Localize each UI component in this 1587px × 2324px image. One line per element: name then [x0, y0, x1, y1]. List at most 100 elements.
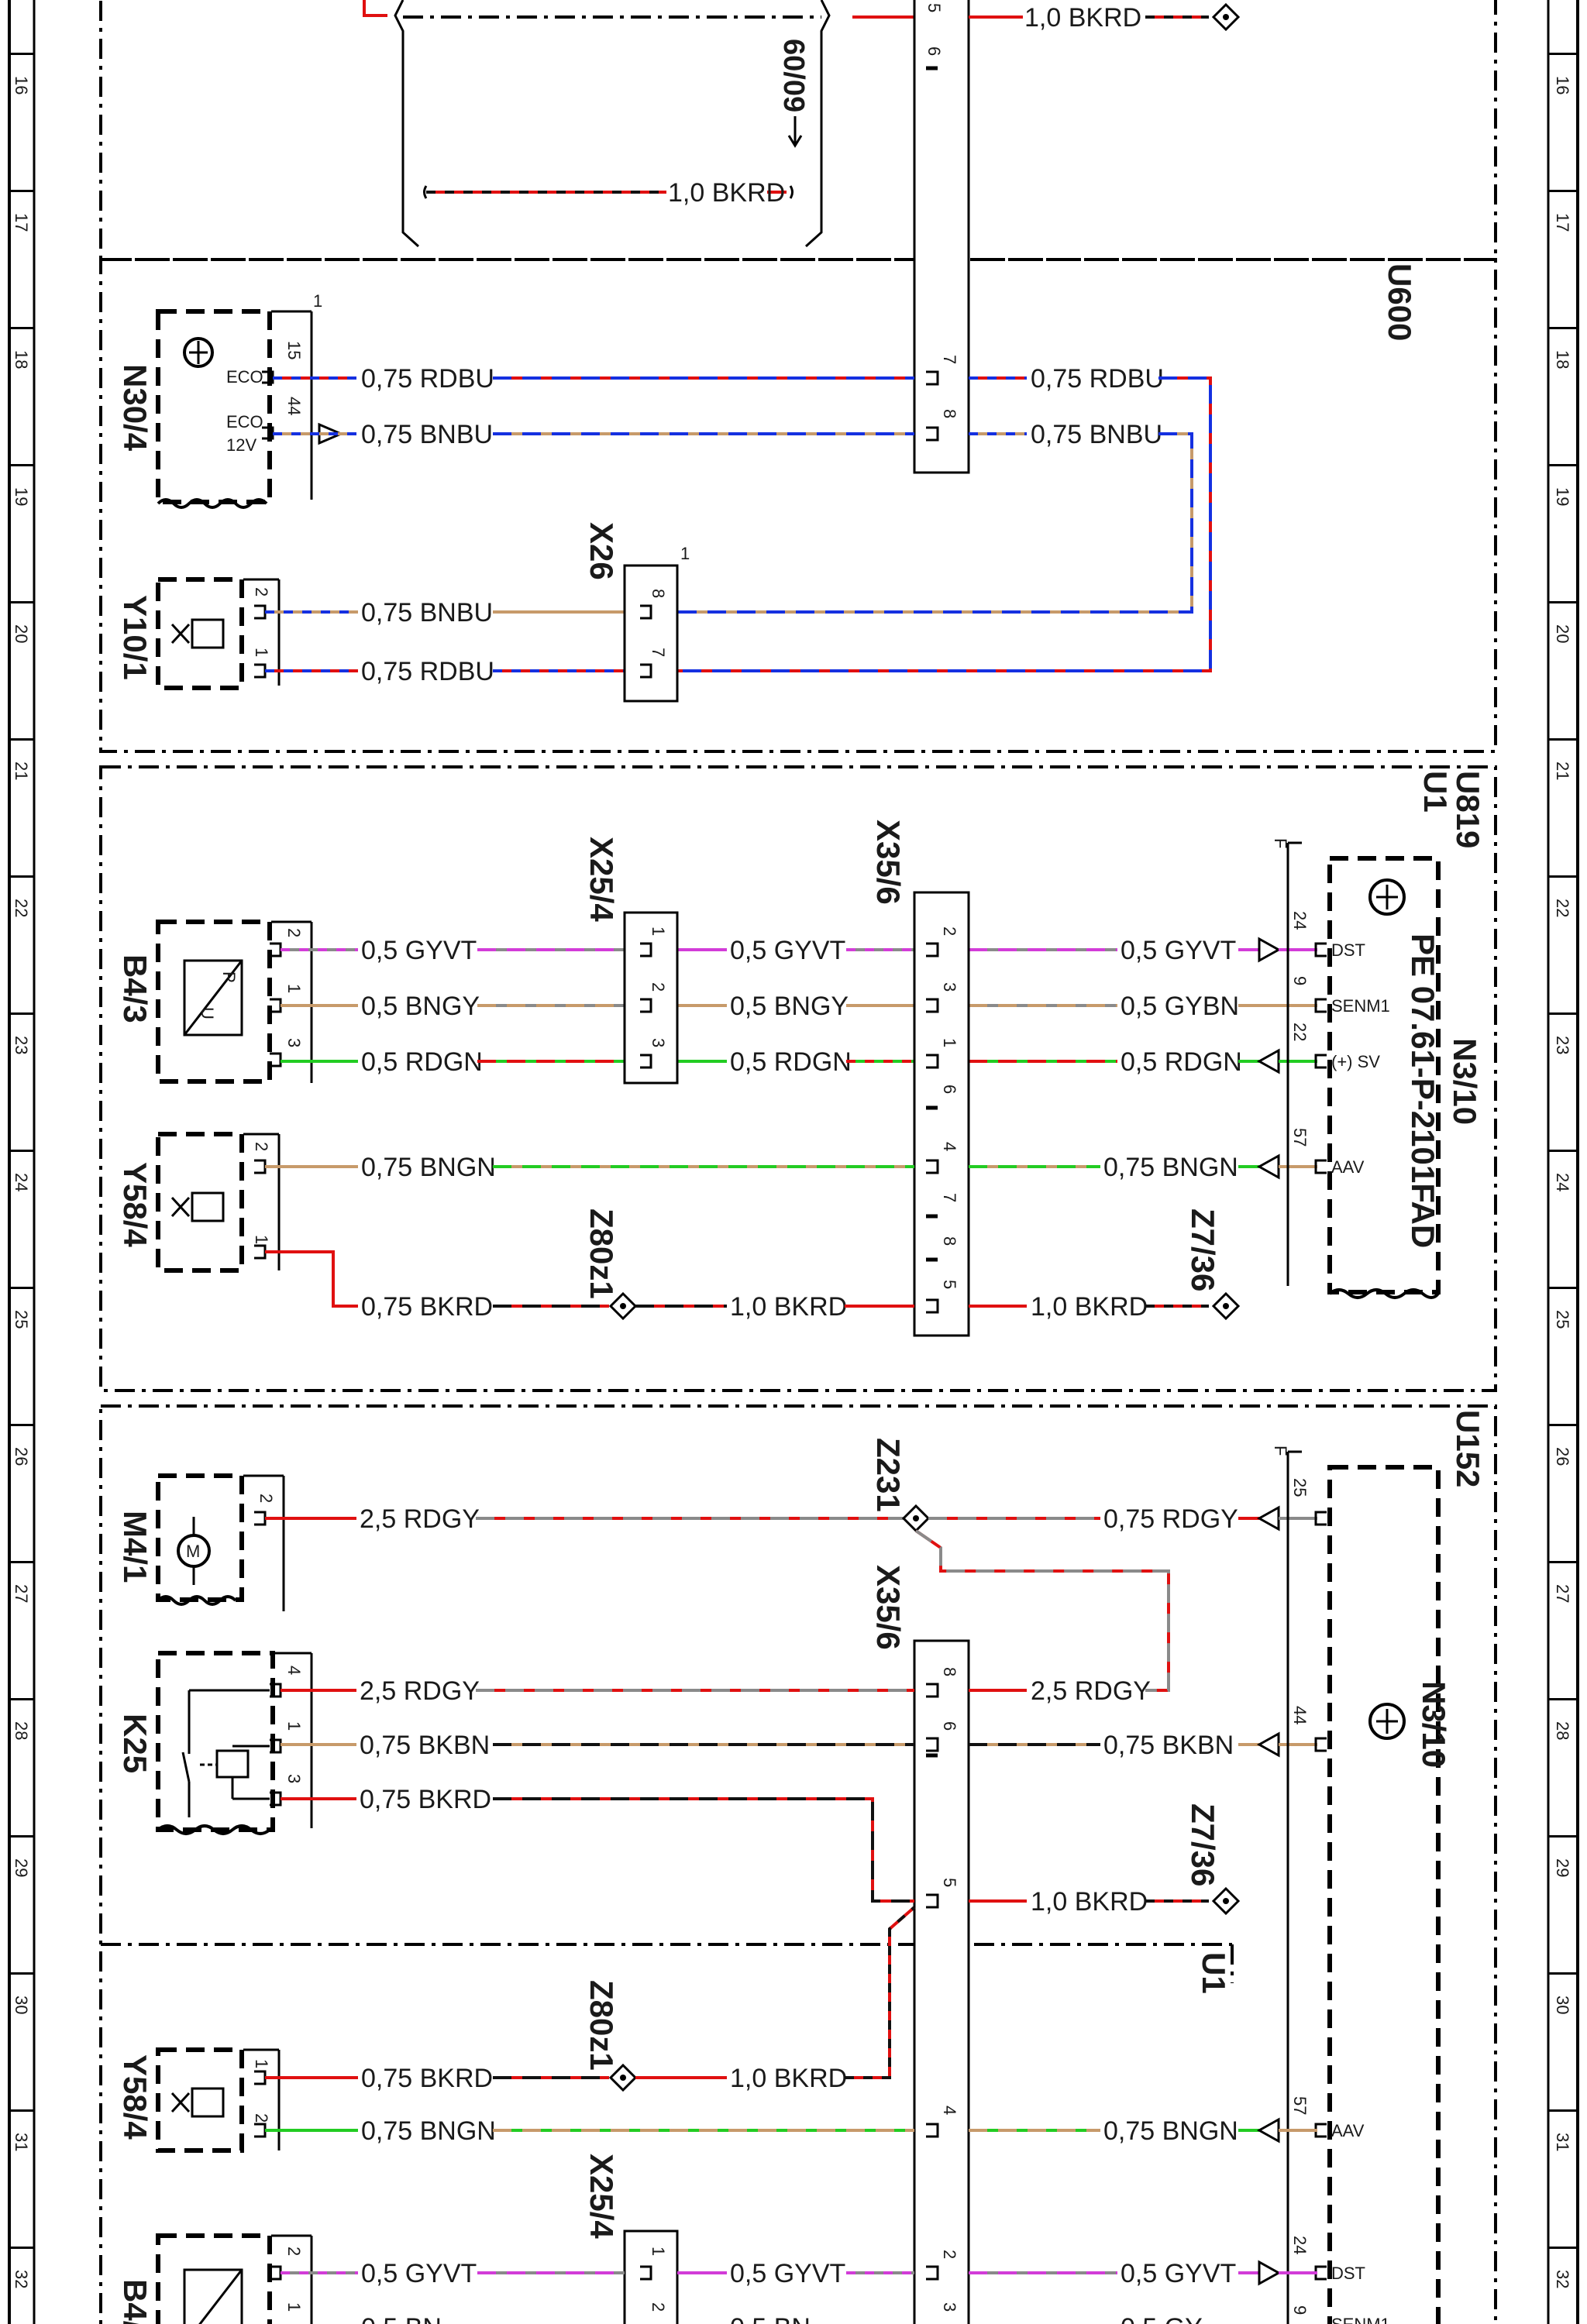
- pin-m41-2: 2: [256, 1494, 276, 1503]
- ruler-row-number: 22: [1553, 899, 1572, 917]
- ruler-row-number: 21: [1553, 761, 1572, 780]
- wire-label-x25-gyvt: 0,5 GYVT: [730, 936, 845, 965]
- transistor-icon-n3b: [1368, 1703, 1406, 1740]
- ruler-row-number: 32: [12, 2270, 31, 2288]
- ruler-row-number: 17: [1553, 213, 1572, 232]
- component-b4-3: [156, 920, 272, 1084]
- label-k25: K25: [117, 1714, 153, 1773]
- ruler-row-number: 25: [1553, 1310, 1572, 1329]
- pin-b4b-1: 1: [284, 2302, 304, 2312]
- pin-x26-7: 7: [649, 648, 668, 657]
- ruler-row-number: 27: [12, 1584, 31, 1603]
- pressure-sensor-icon-b: [183, 2268, 243, 2324]
- pin-tag-12v: 12V: [226, 435, 256, 455]
- pin-tag-aav-b: AAV: [1331, 2121, 1365, 2140]
- pin-tag-senm-b: SENM1: [1331, 2315, 1390, 2324]
- pressure-sensor-icon: [183, 959, 243, 1037]
- pin-x26-1: 1: [680, 544, 690, 563]
- pin-y58b-2: 2: [252, 2113, 271, 2123]
- wire-label-y58b-bkrd: 0,75 BKRD: [361, 2064, 493, 2093]
- wire-label-x25b-bn: 0,5 BN: [730, 2313, 811, 2324]
- pin-n3-22: 22: [1290, 1023, 1310, 1041]
- ruler-row-number: 28: [1553, 1721, 1572, 1740]
- wire-label-y58-bngn: 0,75 BNGN: [361, 1153, 496, 1182]
- ruler-row-number: 26: [1553, 1447, 1572, 1466]
- label-n3-10-b: N3/10: [1416, 1681, 1452, 1768]
- ruler-row-number: 18: [1553, 350, 1572, 369]
- top-section: 1,0 BKRD 60/09 5 6 1,0 BKRD: [363, 0, 1241, 474]
- pin-k25-1: 1: [284, 1721, 304, 1731]
- pin-x26-8: 8: [649, 589, 668, 598]
- component-m4-1: [156, 1473, 244, 1602]
- pin-b43-1: 1: [284, 984, 304, 993]
- pin-tag-dst: DST: [1331, 940, 1365, 960]
- pu-u: U: [198, 1007, 217, 1019]
- label-y10-1: Y10/1: [117, 595, 153, 680]
- ruler-row-number: 27: [1553, 1584, 1572, 1603]
- pin-tag-eco12: ECO: [226, 412, 263, 431]
- ruler-row-number: 20: [12, 624, 31, 643]
- block-u1-top: U1: [1417, 771, 1454, 813]
- wire-label-z7-bkrd: 1,0 BKRD: [1031, 1292, 1148, 1322]
- pu-p: P: [219, 971, 239, 983]
- pin-n3b-25: 25: [1290, 1478, 1310, 1497]
- section-u152: U152 U1 M M4/1 2 2,5 RDGY Z231 0,75 RDGY…: [117, 1410, 1486, 2324]
- pin-n3b-57: 57: [1290, 2096, 1310, 2115]
- connector-x26: [623, 564, 679, 703]
- solenoid-icon-y58b: [191, 2087, 225, 2118]
- frame-u819: [99, 765, 1497, 1392]
- pin-x35b-5: 5: [940, 1878, 959, 1887]
- relay-coil-icon: [215, 1749, 250, 1779]
- pin-u600-8: 8: [940, 409, 959, 418]
- pin-x35-8: 8: [940, 1236, 959, 1246]
- ruler-row-number: 16: [1553, 76, 1572, 95]
- wire-label-b43-gyvt: 0,5 GYVT: [361, 936, 477, 965]
- pin-x35b-4: 4: [940, 2106, 959, 2115]
- pin-k25-4: 4: [284, 1666, 304, 1675]
- pin-y10-2: 2: [252, 587, 271, 596]
- pin-x25-2: 2: [649, 982, 668, 992]
- component-y58-4-b: [156, 2047, 244, 2153]
- pin-y58-2: 2: [252, 1142, 271, 1151]
- wire-label-n30-rdbu: 0,75 RDBU: [361, 364, 494, 394]
- block-u1-bottom: U1: [1196, 1952, 1232, 1994]
- pin-x25-1: 1: [649, 927, 668, 936]
- ruler-row-number: 28: [12, 1721, 31, 1740]
- wire-label-n3bb-bngn: 0,75 BNGN: [1103, 2116, 1238, 2146]
- label-x25-4: X25/4: [584, 837, 620, 922]
- section-u600: U600 N30/4 ECO ECO 12V 1 15 44 0,75 RDBU…: [117, 263, 1418, 703]
- wire-label-m41-rdgy: 2,5 RDGY: [360, 1504, 480, 1534]
- label-y58-4: Y58/4: [117, 1162, 153, 1247]
- label-x35-6-b: X35/6: [870, 1565, 907, 1650]
- pin-x35-6: 6: [940, 1085, 959, 1094]
- wire-label-n3-gyvt: 0,5 GYVT: [1121, 936, 1236, 965]
- wire-label-n30-bnbu: 0,75 BNBU: [361, 420, 493, 449]
- label-z7-36-b: Z7/36: [1185, 1803, 1221, 1886]
- wire-label-n3bb-gy: 0,5 GY: [1121, 2313, 1203, 2324]
- wire-label-top-a: 1,0 BKRD: [1024, 3, 1141, 33]
- ruler-row-number: 18: [12, 350, 31, 369]
- ruler-row-number: 30: [1553, 1996, 1572, 2014]
- wire-label-k25-bkbn: 0,75 BKBN: [360, 1731, 490, 1760]
- ruler-row-number: 19: [1553, 487, 1572, 506]
- pin-n3b-24: 24: [1290, 2236, 1310, 2254]
- ruler-row-number: 31: [1553, 2133, 1572, 2151]
- ruler-row-number: 19: [12, 487, 31, 506]
- pin-b43-3: 3: [284, 1038, 304, 1047]
- component-n30-4: [156, 309, 272, 504]
- connector-top: [913, 0, 970, 474]
- wire-label-n3-rdgn: 0,5 RDGN: [1121, 1047, 1242, 1077]
- label-n3-10: N3/10: [1447, 1038, 1483, 1125]
- pin-y58-1: 1: [252, 1235, 271, 1244]
- component-y10-1: [156, 577, 244, 690]
- wire-label-k25-bkrd: 0,75 BKRD: [360, 1785, 491, 1814]
- pin-tag-dst-b: DST: [1331, 2264, 1365, 2283]
- ref-60-09: 60/09: [777, 39, 810, 112]
- label-x25-4-b: X25/4: [584, 2154, 620, 2239]
- connector-x35-6-b: [913, 1639, 970, 2324]
- pin-x35b-2: 2: [940, 2250, 959, 2259]
- wire-label-z80-bkrd: 1,0 BKRD: [730, 1292, 847, 1322]
- solenoid-icon-y58: [191, 1191, 225, 1222]
- wire-label-top-b: 1,0 BKRD: [668, 178, 785, 208]
- pin-tag-eco: ECO: [226, 367, 263, 387]
